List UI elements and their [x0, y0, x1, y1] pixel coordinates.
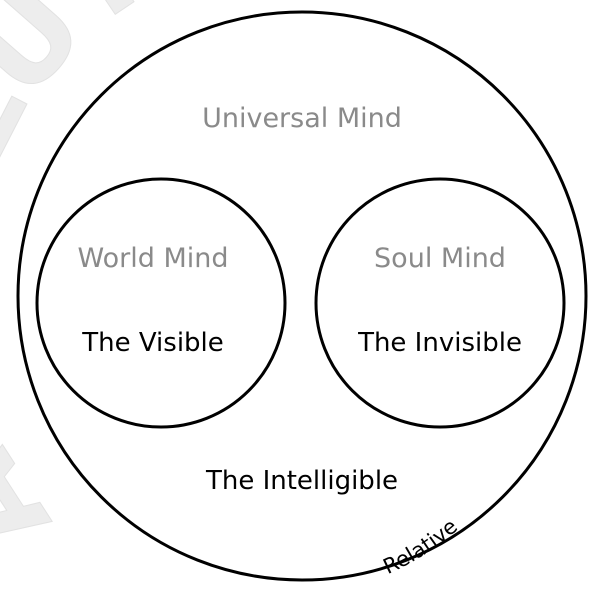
outer-circle — [16, 10, 588, 582]
left-circle — [35, 177, 287, 429]
left-title: World Mind — [77, 243, 228, 274]
edge-label-text: Relative — [380, 514, 462, 579]
edge-label: Relative — [380, 514, 462, 579]
right-title: Soul Mind — [374, 243, 506, 274]
right-subtitle: The Invisible — [357, 328, 522, 358]
left-subtitle: The Visible — [81, 328, 224, 358]
right-circle — [314, 177, 566, 429]
outer-title: Universal Mind — [202, 103, 402, 134]
outer-subtitle: The Intelligible — [205, 466, 398, 496]
